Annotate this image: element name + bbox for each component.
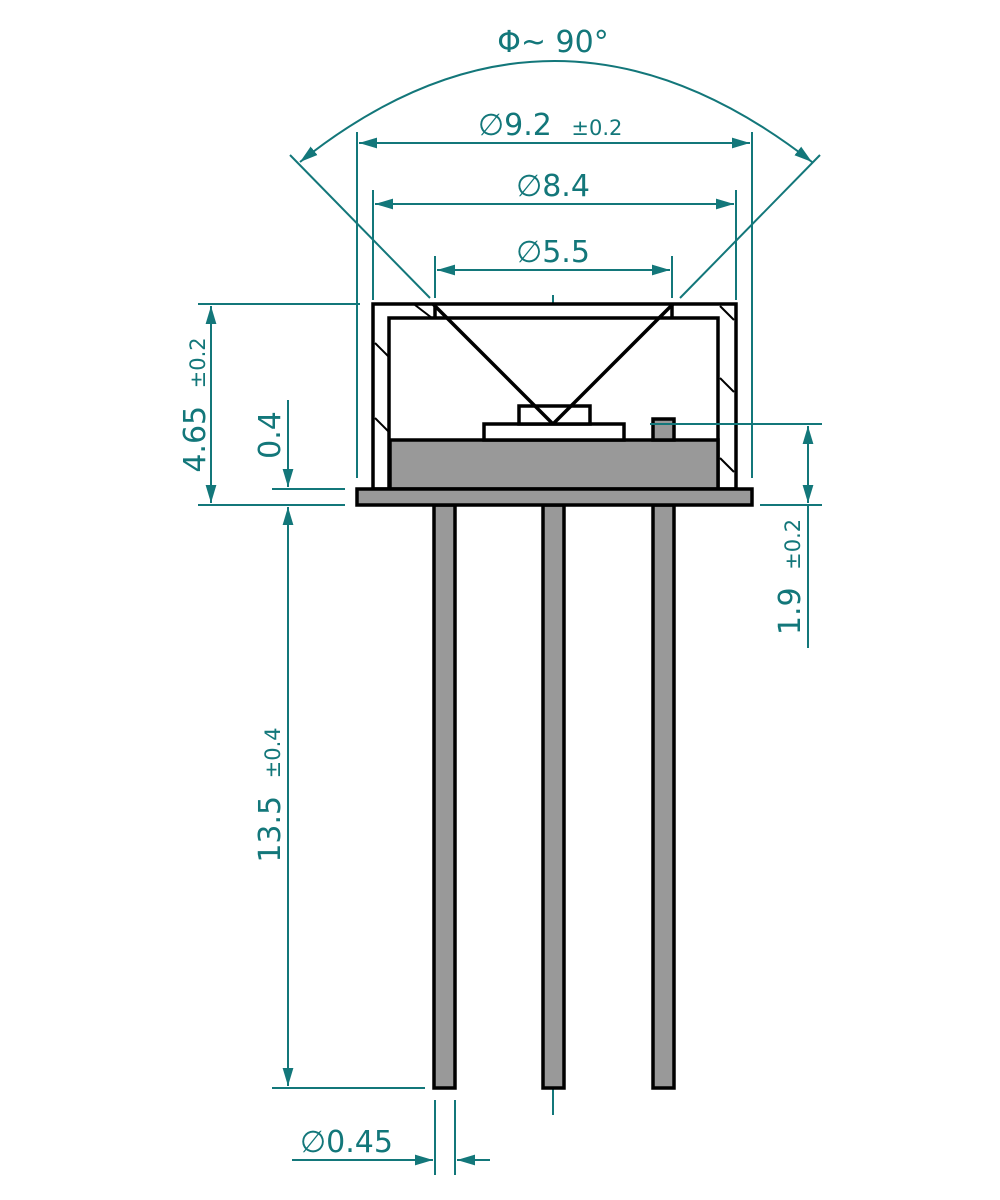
- header-base: [388, 438, 720, 491]
- dia-lens-label: ∅5.5: [516, 235, 590, 270]
- svg-text:4.65 ±0.2: 4.65 ±0.2: [178, 337, 213, 472]
- height-tol: ±0.2: [186, 337, 210, 388]
- dia-9-2-dimension: ∅9.2 ±0.2: [356, 108, 753, 478]
- height-dimension: 4.65 ±0.2: [178, 303, 360, 506]
- lead-dia-dimension: ∅0.45: [292, 1100, 490, 1175]
- svg-text:13.5 ±0.4: 13.5 ±0.4: [253, 727, 288, 862]
- leads: [432, 503, 676, 1090]
- wire-post: [651, 417, 676, 442]
- dia-cap-label: ∅8.4: [516, 169, 590, 204]
- angle-label: Φ~ 90°: [497, 25, 608, 60]
- flange-label: 0.4: [253, 411, 288, 459]
- chip-height-label: 1.9: [773, 587, 808, 635]
- dia-outer-tol: ±0.2: [571, 116, 622, 140]
- dia-8-4-dimension: ∅8.4: [372, 169, 737, 300]
- lead-center: [541, 503, 566, 1090]
- lead-length-tol: ±0.4: [261, 727, 285, 778]
- height-label: 4.65: [178, 406, 213, 473]
- die-base: [482, 422, 626, 442]
- flange-dimension: 0.4: [253, 400, 345, 490]
- lead-dia-label: ∅0.45: [300, 1125, 393, 1160]
- dia-5-5-dimension: ∅5.5: [434, 235, 673, 298]
- chip-height-dimension: 1.9 ±0.2: [650, 423, 822, 648]
- angle-dimension: Φ~ 90°: [289, 25, 821, 299]
- dia-outer-label: ∅9.2: [478, 108, 552, 143]
- chip-height-tol: ±0.2: [781, 519, 805, 570]
- svg-text:1.9 ±0.2: 1.9 ±0.2: [773, 519, 808, 635]
- flange: [355, 487, 754, 507]
- lens-cone: [431, 302, 675, 426]
- lead-right: [651, 503, 676, 1090]
- svg-text:∅9.2 ±0.2: ∅9.2 ±0.2: [478, 108, 622, 143]
- lead-length-dimension: 13.5 ±0.4: [253, 507, 425, 1089]
- lead-left: [432, 503, 457, 1090]
- lead-length-label: 13.5: [253, 796, 288, 863]
